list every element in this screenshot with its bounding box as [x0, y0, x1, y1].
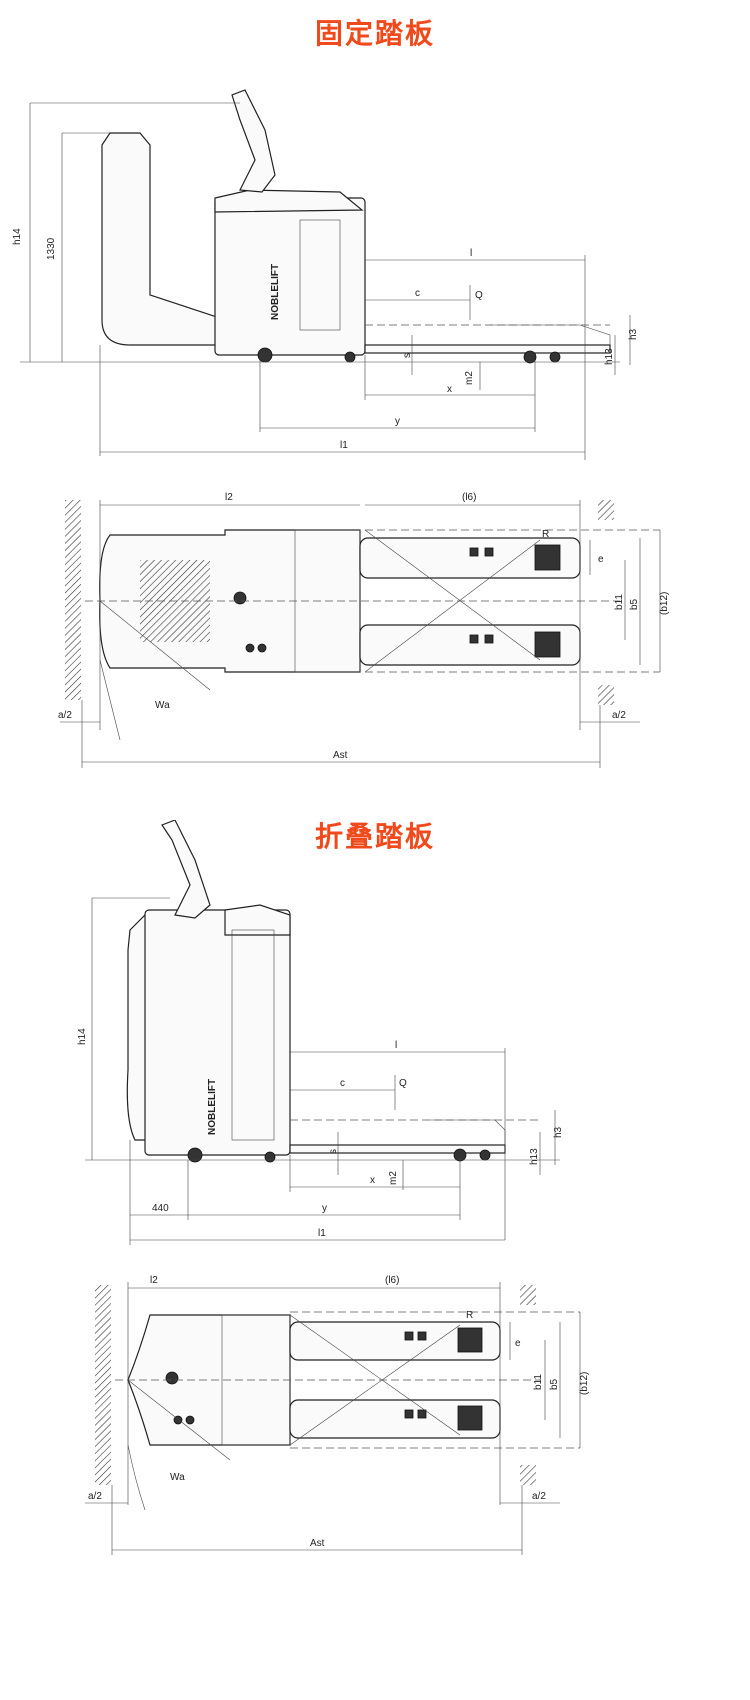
dim-Q: Q — [475, 290, 483, 301]
dim-a2-left: a/2 — [58, 710, 72, 721]
brand-label: NOBLELIFT — [207, 1079, 218, 1135]
dim-Q: Q — [399, 1078, 407, 1089]
dim-y: y — [395, 416, 400, 427]
dim-c: c — [340, 1078, 345, 1089]
side-view: NOBLELIFT h14 1330 l c Q h3 h13 s m2 x y… — [12, 89, 639, 460]
dim-h3: h3 — [628, 328, 639, 340]
dim-l1: l1 — [318, 1228, 326, 1239]
section-title-fixed-platform: 固定踏板 — [314, 17, 435, 50]
dim-e: e — [598, 554, 604, 565]
dim-b11: b11 — [614, 594, 625, 610]
dim-h14: h14 — [77, 1028, 88, 1045]
dim-Wa: Wa — [170, 1472, 185, 1483]
dim-s: s — [402, 353, 413, 358]
dim-R: R — [542, 529, 549, 540]
operator-backrest — [101, 132, 221, 346]
dim-1330: 1330 — [46, 237, 57, 260]
dim-a2-right: a/2 — [612, 710, 626, 721]
dim-m2: m2 — [388, 1171, 399, 1185]
tiller-handle — [161, 820, 211, 919]
truck-top — [127, 1314, 291, 1446]
section-title-folding-platform: 折叠踏板 — [314, 820, 435, 853]
brand-label: NOBLELIFT — [270, 264, 281, 320]
dim-l6: (l6) — [462, 492, 476, 503]
dim-Wa: Wa — [155, 700, 170, 711]
dim-x: x — [370, 1175, 375, 1186]
dim-h13: h13 — [604, 348, 615, 365]
dim-l: l — [470, 248, 472, 259]
dim-l: l — [395, 1040, 397, 1051]
drive-wheel — [187, 1147, 203, 1163]
dim-m2: m2 — [464, 371, 475, 385]
dim-l2: l2 — [150, 1275, 158, 1286]
dim-l6: (l6) — [385, 1275, 399, 1286]
dim-b5: b5 — [549, 1378, 560, 1390]
dim-a2-left: a/2 — [88, 1491, 102, 1502]
dim-R: R — [466, 1310, 473, 1321]
dim-y: y — [322, 1203, 327, 1214]
dim-b5: b5 — [629, 598, 640, 610]
dim-440: 440 — [152, 1203, 169, 1214]
dim-l1: l1 — [340, 440, 348, 451]
fork — [364, 344, 611, 354]
dim-h14: h14 — [12, 228, 23, 245]
dim-c: c — [415, 288, 420, 299]
dim-b12: (b12) — [659, 592, 670, 615]
dim-h3: h3 — [553, 1126, 564, 1138]
truck-body — [214, 197, 366, 356]
top-view: l2 (l6) R e b11 b5 (b12) Wa a/2 a/2 Ast — [85, 1275, 590, 1555]
dim-s: s — [328, 1149, 339, 1154]
fork — [289, 1144, 506, 1154]
dim-b11: b11 — [533, 1374, 544, 1390]
truck-body — [144, 909, 291, 1156]
dim-Ast: Ast — [333, 750, 348, 761]
dim-x: x — [447, 384, 452, 395]
dim-Ast: Ast — [310, 1538, 325, 1549]
drive-wheel — [257, 347, 273, 363]
dim-b12: (b12) — [579, 1372, 590, 1395]
fixed-platform-drawings: NOBLELIFT h14 1330 l c Q h3 h13 s m2 x y… — [12, 89, 670, 768]
dim-a2-right: a/2 — [532, 1491, 546, 1502]
side-view: NOBLELIFT h14 l c Q h3 h13 s m2 x 440 y … — [77, 820, 564, 1245]
folding-platform-drawings: NOBLELIFT h14 l c Q h3 h13 s m2 x 440 y … — [77, 820, 590, 1555]
tiller-handle — [231, 89, 276, 193]
dim-e: e — [515, 1338, 521, 1349]
dim-l2: l2 — [225, 492, 233, 503]
top-view: l2 (l6) R e b11 b5 (b12) Wa a/2 a/2 Ast — [58, 492, 670, 768]
dim-h13: h13 — [529, 1148, 540, 1165]
